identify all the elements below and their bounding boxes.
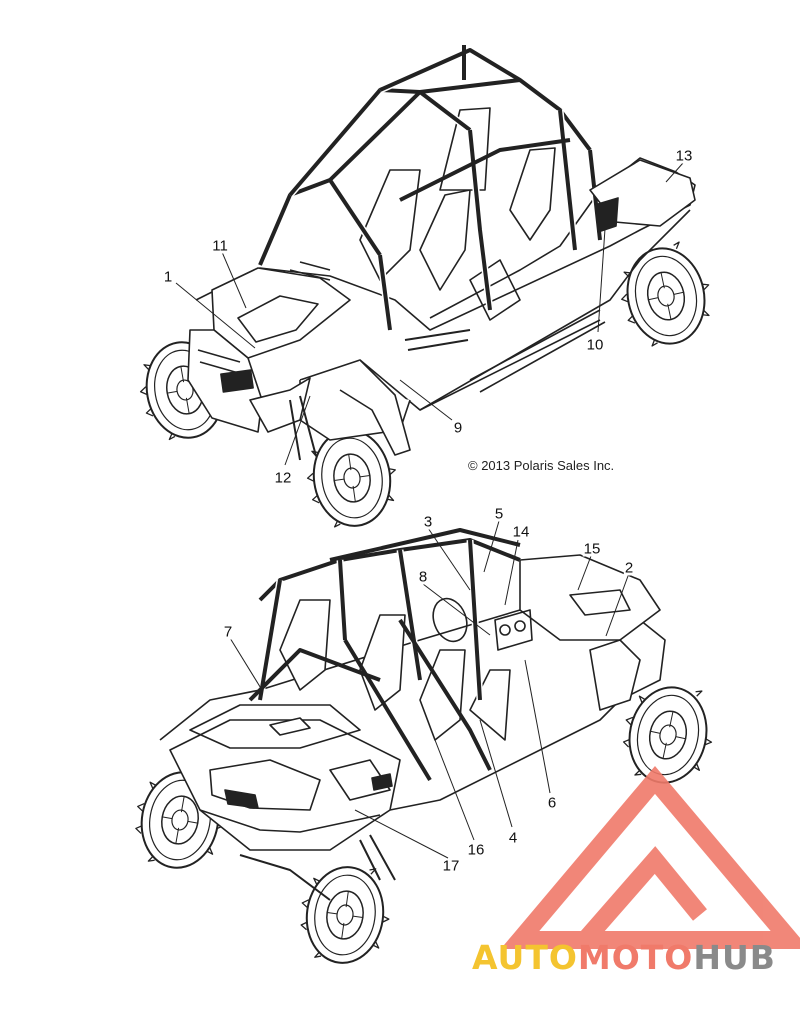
callout-6: 6: [546, 794, 558, 812]
copyright-notice: © 2013 Polaris Sales Inc.: [468, 458, 615, 473]
bottom-front-right-tire: [293, 858, 397, 970]
callout-11: 11: [211, 237, 229, 255]
watermark-brand-hub: HUB: [693, 938, 776, 977]
callout-17: 17: [441, 857, 461, 875]
bottom-leader-lines: [229, 520, 629, 859]
callout-15: 15: [582, 540, 602, 558]
watermark-logo-mark: [500, 766, 800, 949]
callout-3: 3: [422, 513, 434, 531]
watermark-brand-moto: MOTO: [577, 938, 694, 977]
callout-5: 5: [493, 505, 505, 523]
callout-9: 9: [452, 419, 464, 437]
top-vehicle: [131, 45, 721, 533]
top-rear-tire: [611, 236, 721, 354]
callout-14: 14: [511, 523, 531, 541]
callout-8: 8: [417, 568, 429, 586]
callout-12: 12: [273, 469, 293, 487]
callout-10: 10: [585, 336, 605, 354]
bottom-vehicle: [127, 528, 723, 970]
callout-16: 16: [466, 841, 486, 859]
callout-13: 13: [674, 147, 694, 165]
watermark-brand-auto: AUTO: [472, 938, 578, 977]
callout-1: 1: [162, 268, 174, 286]
top-leader-lines: [175, 162, 684, 466]
callout-4: 4: [507, 829, 519, 847]
watermark-brand: AUTOMOTOHUB: [472, 938, 776, 977]
callout-2: 2: [623, 559, 635, 577]
callout-7: 7: [222, 623, 234, 641]
